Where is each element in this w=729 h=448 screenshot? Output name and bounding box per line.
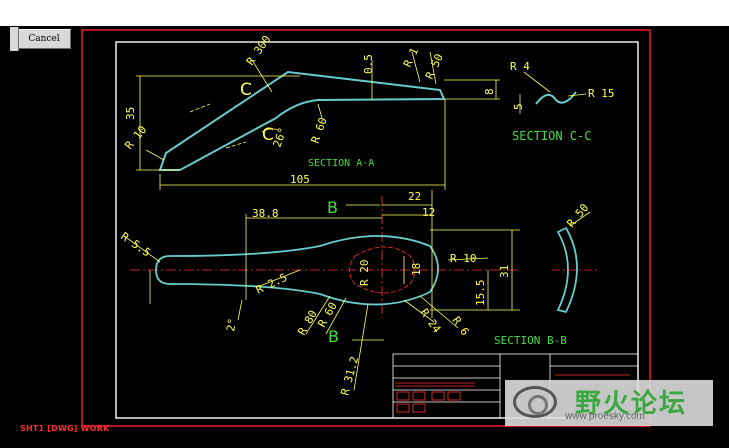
watermark-url: www.proesky.com — [565, 411, 645, 422]
dim-r4: R 4 — [510, 60, 530, 73]
dim-15-5: 15.5 — [474, 280, 487, 307]
dim-r60-top: R 60 — [315, 300, 340, 329]
status-bar-text: SHT1 [DWG] WORK — [20, 424, 110, 433]
top-view-outline — [155, 235, 439, 306]
dim-r60: R 60 — [309, 116, 330, 145]
dim-r20: R 20 — [358, 260, 371, 287]
dim-r50-section-b: R 50 — [564, 201, 591, 230]
dim-35: 35 — [124, 107, 137, 120]
sheet-border — [81, 29, 651, 427]
section-cc-outline — [535, 91, 577, 105]
cut-label-c-bottom: C — [262, 125, 274, 145]
dim-r24: R 24 — [418, 306, 444, 335]
section-aa-view — [136, 51, 500, 190]
dim-22: 22 — [408, 190, 421, 203]
dim-r10: R 10 — [122, 123, 149, 152]
cancel-button[interactable]: Cancel — [10, 27, 71, 51]
section-bb-outline — [556, 226, 578, 314]
section-cc-label: SECTION C-C — [512, 129, 591, 143]
cut-label-b-bottom: B — [328, 327, 339, 346]
dim-31: 31 — [498, 265, 511, 278]
section-bb-view — [552, 211, 600, 314]
dim-r15: R 15 — [588, 87, 615, 100]
dim-r10-top: R 10 — [450, 252, 477, 265]
dim-r6: R 6 — [450, 314, 472, 338]
dim-38-8: 38.8 — [252, 207, 279, 220]
dim-26-deg: 26° — [271, 126, 290, 149]
dim-0-5: 0.5 — [362, 54, 375, 74]
section-bb-label: SECTION B-B — [494, 334, 567, 347]
section-aa-outline — [158, 70, 446, 171]
watermark-badge: 野火论坛 www.proesky.com — [505, 380, 713, 426]
dim-r31-2: R 31.2 — [338, 355, 361, 397]
title-block-red-cells — [395, 374, 630, 413]
watermark-site-name: 野火论坛 — [575, 388, 688, 418]
dim-18: 18 — [410, 263, 423, 276]
drawing-frame — [115, 41, 639, 419]
title-strip — [0, 0, 729, 26]
dim-r2-5: R 2.5 — [254, 271, 290, 297]
dim-r300: R 300 — [244, 33, 274, 68]
dim-r1: R 1 — [401, 46, 421, 70]
dim-r50: R 50 — [423, 52, 446, 82]
dim-r5-5: R 5.5 — [118, 230, 153, 260]
dim-12: 12 — [422, 206, 435, 219]
dim-105: 105 — [290, 173, 310, 186]
dim-5: 5 — [512, 103, 525, 110]
dim-2-deg: 2° — [224, 317, 239, 332]
cut-label-b-top: B — [327, 198, 338, 217]
section-aa-label: SECTION A-A — [308, 158, 374, 169]
top-view — [123, 190, 520, 391]
dim-8: 8 — [483, 88, 496, 95]
cut-label-c-top: C — [240, 80, 252, 100]
section-cc-view — [519, 71, 587, 114]
watermark-logo-icon — [513, 386, 557, 418]
